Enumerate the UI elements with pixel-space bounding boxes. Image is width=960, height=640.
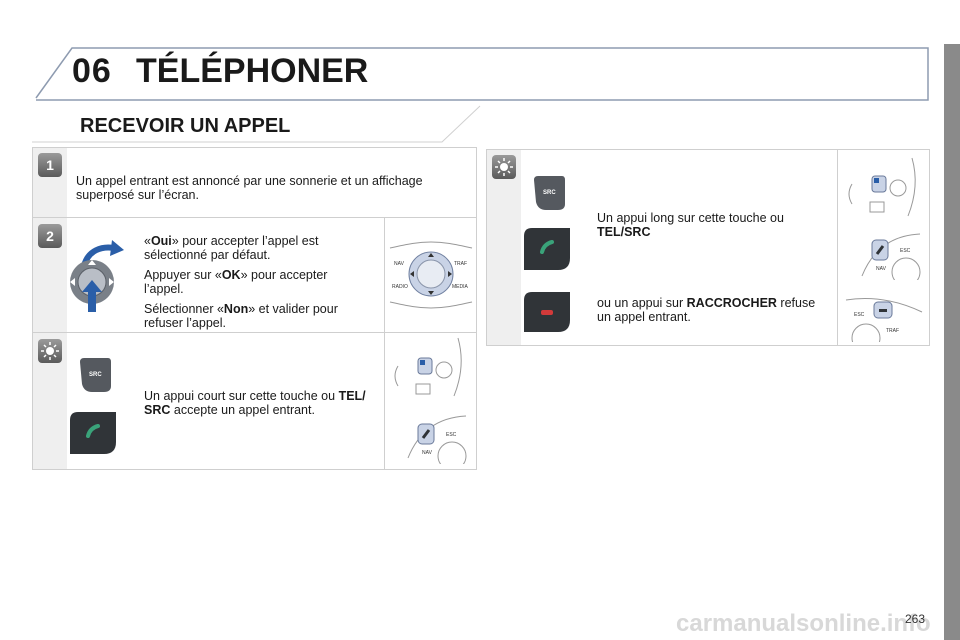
page-number: 263 <box>905 612 926 626</box>
text-fragment: refuse un appel entrant. <box>597 296 816 324</box>
esc-label: ESC <box>854 312 865 318</box>
steering-wheel-src-illustration <box>848 157 916 217</box>
text-fragment: » et valider pour refuser l’appel. <box>144 302 338 330</box>
text-fragment: Un appui court sur cette touche ou <box>144 389 339 403</box>
divider <box>837 150 838 345</box>
steering-wheel-hangup-illustration: ESC TRAF <box>845 298 923 342</box>
chapter-title: TÉLÉPHONER <box>136 52 369 90</box>
steering-wheel-tel-illustration: ESC NAV <box>861 233 921 280</box>
tel-src-label: TEL/ SRC <box>144 389 366 417</box>
refuse-call-text: ou un appui sur RACCROCHER refuse un app… <box>597 296 827 324</box>
left-panel <box>32 147 477 470</box>
knob-nav-label: NAV <box>394 261 405 267</box>
header-frame <box>35 47 929 101</box>
oui-label: Oui <box>150 234 172 248</box>
text-fragment: accepte un appel entrant. <box>170 403 315 417</box>
raccrocher-label: RACCROCHER <box>686 296 777 310</box>
chapter-header <box>32 46 930 102</box>
accept-call-button-icon <box>70 412 116 454</box>
steering-wheel-tel-illustration: ESC NAV <box>407 415 467 464</box>
divider <box>33 217 476 218</box>
nav-label: NAV <box>876 266 887 272</box>
text-fragment: « <box>144 234 151 248</box>
src-button-icon: SRC <box>80 358 111 392</box>
divider <box>33 332 476 333</box>
chapter-number: 06 <box>72 52 112 90</box>
traf-label: TRAF <box>886 328 899 334</box>
tip-badge <box>38 339 62 363</box>
text-fragment: » pour accepter l’appel est sélectionné … <box>144 234 319 262</box>
tip-badge <box>492 155 516 179</box>
step-badge-1: 1 <box>38 153 62 177</box>
step1-text: Un appel entrant est annoncé par une son… <box>76 174 423 202</box>
lightbulb-icon <box>41 342 59 360</box>
text-fragment: » pour accepter l’appel. <box>144 268 328 296</box>
src-button-icon: SRC <box>534 176 565 210</box>
section-title: RECEVOIR UN APPEL <box>80 115 291 137</box>
src-label: SRC <box>89 372 102 378</box>
accept-call-button-icon <box>524 228 570 270</box>
tip-long-text: Un appui long sur cette touche ou TEL/SR… <box>597 211 827 239</box>
knob-traf-label: TRAF <box>454 261 467 267</box>
step2-instructions: «Oui» pour accepter l’appel est sélectio… <box>144 234 369 336</box>
hang-up-button-icon <box>524 292 570 332</box>
knob-media-label: MEDIA <box>452 284 469 290</box>
section-frame <box>32 105 481 143</box>
nav-label: NAV <box>422 450 433 456</box>
ok-label: OK <box>221 268 241 282</box>
watermark: carmanualsonline.info <box>676 610 931 637</box>
text-fragment: ou un appui sur <box>597 296 687 310</box>
esc-label: ESC <box>900 248 911 254</box>
step-badge-2: 2 <box>38 224 62 248</box>
text-fragment: Un appui long sur cette touche ou <box>597 211 784 225</box>
divider <box>384 218 385 469</box>
tel-src-label: TEL/SRC <box>597 225 651 239</box>
knob-radio-label: RADIO <box>392 284 408 290</box>
tip-short-text: Un appui court sur cette touche ou TEL/ … <box>144 389 376 417</box>
left-panel-margin <box>33 148 67 469</box>
right-sidebar-bar <box>944 44 960 640</box>
right-panel-margin <box>487 150 521 345</box>
lightbulb-icon <box>495 158 513 176</box>
text-fragment: Appuyer sur « <box>144 268 222 282</box>
esc-label: ESC <box>446 432 457 438</box>
text-fragment: Sélectionner « <box>144 302 224 316</box>
nav-knob-illustration: NAV TRAF RADIO MEDIA <box>389 241 473 309</box>
steering-wheel-src-illustration <box>394 337 462 397</box>
non-label: Non <box>223 302 249 316</box>
src-label: SRC <box>543 190 556 196</box>
joystick-press-icon <box>70 240 124 312</box>
